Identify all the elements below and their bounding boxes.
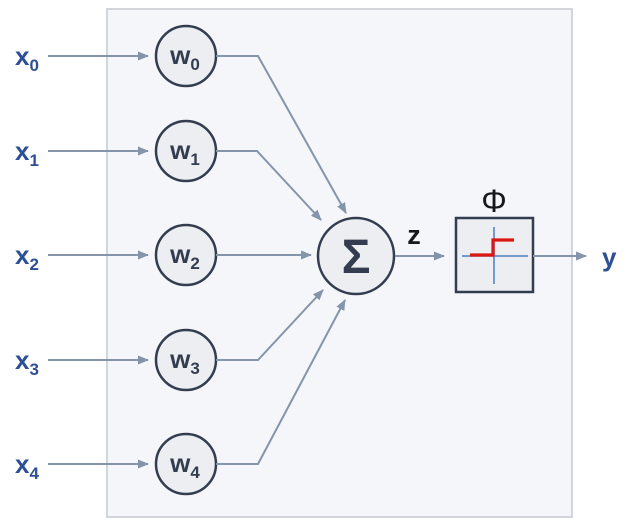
step-function-plot [462, 227, 528, 284]
activation-symbol: Φ [481, 183, 507, 219]
connector-w4-sum [216, 299, 346, 465]
connector-w3-sum [216, 289, 324, 361]
weight-label-w4: w4 [169, 448, 200, 482]
connector-w0-sum [216, 55, 347, 214]
sum-node [316, 216, 396, 296]
weight-label-w0: w0 [169, 40, 200, 74]
weight-label-w3: w3 [169, 344, 200, 378]
input-label-x0: x0 [15, 41, 39, 75]
input-label-x1: x1 [15, 136, 39, 170]
weight-label-w1: w1 [169, 135, 200, 169]
input-label-x4: x4 [15, 449, 39, 483]
connector-w1-sum [216, 150, 322, 221]
step-function-curve [470, 238, 514, 257]
pre-activation-label: z [407, 220, 421, 250]
input-label-x3: x3 [15, 345, 39, 379]
weight-label-w2: w2 [169, 239, 200, 273]
sum-symbol: Σ [342, 231, 371, 284]
output-label: y [602, 242, 617, 272]
input-label-x2: x2 [15, 240, 39, 274]
